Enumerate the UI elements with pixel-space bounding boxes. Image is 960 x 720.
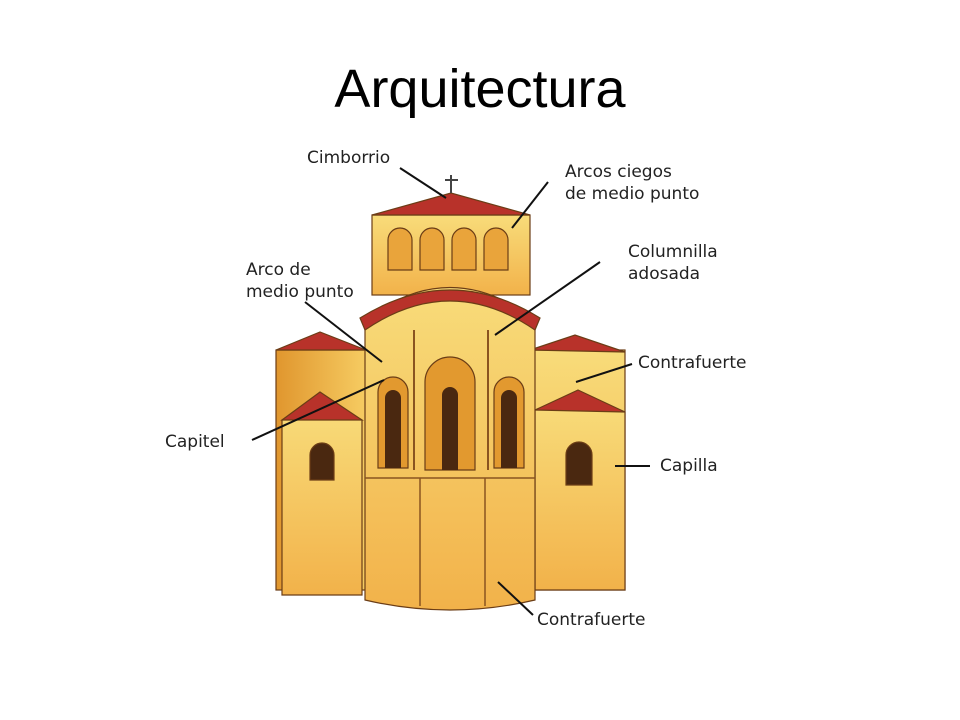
label-columnilla-line1: Columnilla bbox=[628, 242, 718, 262]
left-wing bbox=[275, 331, 367, 596]
right-wing bbox=[529, 334, 626, 591]
tower-blind-arches bbox=[387, 227, 509, 271]
label-contrafuerte-right: Contrafuerte bbox=[638, 353, 746, 373]
leader-lines bbox=[251, 167, 650, 616]
label-capitel: Capitel bbox=[165, 432, 225, 452]
label-columnilla-line2: adosada bbox=[628, 264, 700, 284]
label-arco-medio-line1: Arco de bbox=[246, 260, 311, 280]
label-contrafuerte-bottom: Contrafuerte bbox=[537, 610, 645, 630]
label-cimborrio: Cimborrio bbox=[307, 148, 390, 168]
label-arcos-ciegos-line1: Arcos ciegos bbox=[565, 162, 672, 182]
tower-roof bbox=[371, 192, 531, 216]
label-capilla: Capilla bbox=[660, 456, 718, 476]
label-arcos-ciegos-line2: de medio punto bbox=[565, 184, 699, 204]
central-apse bbox=[359, 287, 541, 611]
tower bbox=[371, 175, 531, 296]
label-arco-medio-line2: medio punto bbox=[246, 282, 354, 302]
page-title: Arquitectura bbox=[334, 59, 626, 119]
